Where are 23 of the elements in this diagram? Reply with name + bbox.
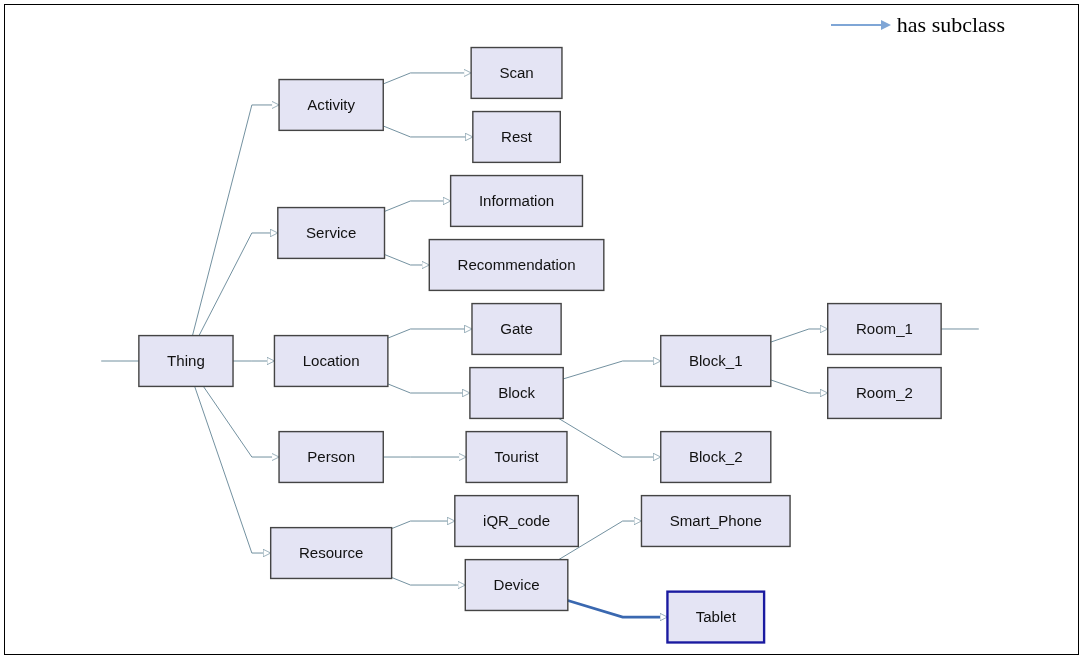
legend-text: has subclass [896, 12, 1005, 38]
node-box: Scan [470, 46, 563, 100]
node-box: Person [278, 430, 384, 484]
node-box: Block [469, 366, 564, 420]
node-box: Device [464, 558, 569, 612]
node-box: Room_1 [827, 302, 942, 356]
node-box: Tourist [465, 430, 568, 484]
node-box: Activity [278, 78, 384, 132]
node-box: Thing [138, 334, 234, 388]
node-box: Tablet [666, 590, 766, 644]
node-box: Block_1 [660, 334, 772, 388]
node-box: Location [273, 334, 389, 388]
node-box: Rest [472, 110, 561, 164]
node-box: Room_2 [827, 366, 942, 420]
node-box: Information [449, 174, 584, 228]
node-box: Resource [269, 526, 393, 580]
node-box: Gate [471, 302, 562, 356]
arrow [567, 599, 668, 622]
node-box: Service [277, 206, 386, 260]
node-box: Recommendation [428, 238, 605, 292]
node-box: iQR_code [454, 494, 579, 548]
node-box: Smart_Phone [640, 494, 791, 548]
node-box: Block_2 [660, 430, 772, 484]
